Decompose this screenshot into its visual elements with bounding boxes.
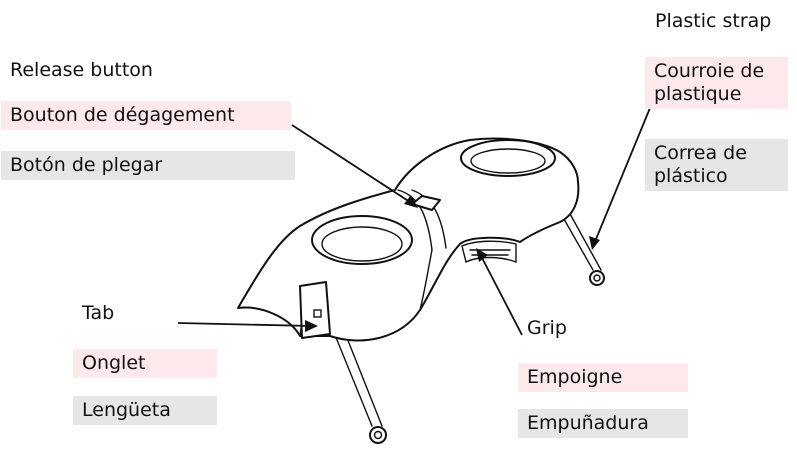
strap-label-en: Plastic strap [655, 10, 772, 32]
release-button-shape [411, 195, 441, 211]
left-plastic-strap-leg [334, 332, 387, 444]
release-label-fr: Bouton de dégagement [1, 101, 291, 130]
grip-label-en: Grip [527, 317, 567, 339]
tab-label-es: Lengüeta [73, 396, 217, 425]
grip-label-fr: Empoigne [518, 363, 688, 392]
tray-body [237, 137, 580, 342]
tab-label-fr: Onglet [73, 349, 217, 378]
strap-label-es-line2: plástico [654, 165, 728, 187]
strap-label-es: Correa de plástico [645, 139, 788, 191]
strap-label-fr-line2: plastique [654, 83, 742, 105]
release-label-es: Botón de plegar [1, 151, 295, 180]
tab-label-en: Tab [82, 302, 115, 324]
strap-label-fr: Courroie de plastique [645, 57, 788, 109]
strap-label-fr-line1: Courroie de [654, 60, 765, 82]
leader-lines [177, 107, 651, 336]
grip-label-es: Empuñadura [518, 409, 688, 438]
release-label-en: Release button [10, 59, 153, 81]
strap-label-es-line1: Correa de [654, 142, 747, 164]
